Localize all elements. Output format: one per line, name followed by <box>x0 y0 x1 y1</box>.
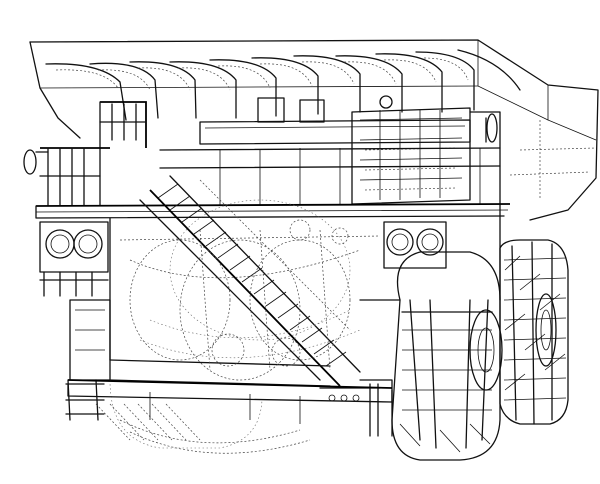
cab-windows <box>23 101 147 206</box>
rear-tires <box>499 239 569 425</box>
upper-deck <box>159 95 501 217</box>
front-left-tire <box>95 379 263 449</box>
front-right-tire <box>391 251 503 461</box>
dump-bed <box>29 39 599 221</box>
bed-ribs <box>45 49 521 121</box>
headlights <box>39 221 447 297</box>
front-bumper <box>67 379 393 454</box>
ladder <box>139 175 361 387</box>
